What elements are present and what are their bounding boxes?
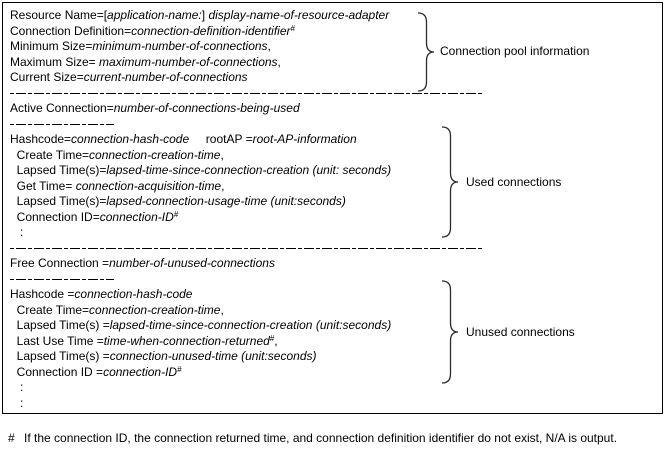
variable-text: lapsed-time-since-connection-creation (u…: [106, 163, 392, 177]
variable-text: number-of-unused-connections: [109, 256, 275, 270]
output-line: Connection ID=connection-ID#: [10, 210, 662, 226]
variable-text: minimum-number-of-connections: [92, 39, 268, 53]
separator-dashes: [10, 92, 482, 94]
variable-text: lapsed-time-since-connection-creation (u…: [109, 318, 392, 332]
footnote: # If the connection ID, the connection re…: [8, 431, 617, 445]
separator-row: [10, 86, 662, 102]
literal-text: ,: [220, 302, 224, 317]
variable-text: lapsed-connection-usage-time (unit:secon…: [106, 194, 346, 208]
literal-text: Resource Name=[: [10, 8, 108, 22]
annotation-label: Connection pool information: [440, 44, 590, 58]
literal-text: :: [10, 225, 24, 239]
format-output-box: Resource Name=[application-name:] displa…: [2, 2, 663, 414]
variable-text: root-AP-information: [252, 132, 357, 146]
literal-text: Create Time=: [10, 302, 90, 317]
right-brace-icon: [441, 126, 459, 238]
footnote-ref: #: [177, 364, 182, 374]
literal-text: Get Time=: [10, 178, 76, 193]
variable-text: current-number-of-connections: [83, 70, 248, 84]
output-line: Last Use Time =time-when-connection-retu…: [10, 334, 662, 350]
output-line: Create Time=connection-creation-time,: [10, 148, 662, 164]
literal-text: Lapsed Time(s) =: [10, 349, 110, 363]
literal-text: ,: [274, 333, 278, 348]
output-line: Connection Definition=connection-definit…: [10, 24, 662, 40]
output-line: :: [10, 396, 662, 412]
output-line: :: [10, 225, 662, 241]
right-brace-icon: [417, 12, 435, 92]
literal-text: :: [10, 380, 24, 394]
output-line: Lapsed Time(s) =lapsed-time-since-connec…: [10, 318, 662, 334]
variable-text: connection-hash-code: [71, 132, 190, 146]
literal-text: Current Size=: [10, 70, 84, 84]
variable-text: connection-hash-code: [74, 287, 193, 301]
footnote-marker: #: [8, 431, 15, 445]
annotation-label: Used connections: [466, 175, 562, 189]
literal-text: Free Connection =: [10, 256, 110, 270]
literal-text: Active Connection=: [10, 101, 114, 115]
variable-text: connection-creation-time: [89, 302, 221, 317]
literal-text: ]: [201, 8, 209, 22]
footnote-ref: #: [173, 209, 179, 219]
literal-text: Connection ID=: [10, 209, 100, 224]
footnote-text: If the connection ID, the connection ret…: [24, 431, 618, 445]
output-line: Maximum Size= maximum-number-of-connecti…: [10, 55, 662, 71]
variable-text: connection-ID: [99, 209, 174, 224]
variable-text: number-of-connections-being-used: [113, 101, 300, 115]
output-line: :: [10, 380, 662, 396]
annotation-label: Unused connections: [466, 325, 575, 339]
literal-text: Hashcode=: [10, 132, 72, 146]
variable-text: display-name-of-resource-adapter: [208, 8, 390, 22]
output-line: Hashcode =connection-hash-code: [10, 287, 662, 303]
annotation-used-connections: Used connections: [441, 126, 661, 238]
right-brace-icon: [441, 280, 459, 384]
literal-text: :: [10, 395, 24, 410]
footnote-ref: #: [269, 333, 275, 343]
literal-text: ,: [221, 178, 225, 193]
output-line: Connection ID =connection-ID#: [10, 365, 662, 381]
output-line: Lapsed Time(s)=lapsed-time-since-connect…: [10, 163, 662, 179]
output-line: Hashcode=connection-hash-code rootAP =ro…: [10, 132, 662, 148]
variable-text: connection-unused-time (unit:seconds): [109, 349, 317, 363]
separator-row: [10, 272, 662, 288]
separator-dashes: [10, 123, 114, 125]
literal-text: ,: [267, 39, 271, 53]
literal-text: Minimum Size=: [10, 39, 93, 53]
output-lines: Resource Name=[application-name:] displa…: [10, 8, 662, 411]
output-line: Get Time= connection-acquisition-time,: [10, 179, 662, 195]
footnote-ref: #: [290, 23, 295, 33]
literal-text: Last Use Time =: [10, 333, 104, 348]
separator-dashes: [10, 278, 114, 280]
separator-row: [10, 117, 662, 133]
literal-text: Lapsed Time(s)=: [10, 163, 107, 177]
variable-text: connection-creation-time: [89, 147, 221, 162]
variable-text: connection-ID: [103, 364, 178, 379]
literal-text: ,: [220, 147, 224, 162]
variable-text: application-name:: [107, 8, 202, 22]
literal-text: ,: [277, 54, 281, 69]
literal-text: Connection Definition=: [10, 23, 132, 38]
separator-row: [10, 241, 662, 257]
variable-text: maximum-number-of-connections: [99, 54, 278, 69]
output-line: Minimum Size=minimum-number-of-connectio…: [10, 39, 662, 55]
output-line: Active Connection=number-of-connections-…: [10, 101, 662, 117]
literal-text: Create Time=: [10, 147, 90, 162]
variable-text: time-when-connection-returned: [103, 333, 270, 348]
literal-text: Connection ID =: [10, 364, 104, 379]
output-line: Create Time=connection-creation-time,: [10, 303, 662, 319]
literal-text: rootAP =: [189, 132, 253, 146]
variable-text: connection-definition-identifier: [131, 23, 291, 38]
literal-text: Hashcode =: [10, 287, 75, 301]
variable-text: connection-acquisition-time: [75, 178, 222, 193]
output-line: Free Connection =number-of-unused-connec…: [10, 256, 662, 272]
separator-dashes: [10, 247, 482, 249]
literal-text: Lapsed Time(s) =: [10, 318, 110, 332]
output-line: Lapsed Time(s) =connection-unused-time (…: [10, 349, 662, 365]
annotation-connection-pool: Connection pool information: [417, 12, 667, 92]
output-line: Lapsed Time(s)=lapsed-connection-usage-t…: [10, 194, 662, 210]
output-line: Current Size=current-number-of-connectio…: [10, 70, 662, 86]
literal-text: Maximum Size=: [10, 54, 100, 69]
output-line: Resource Name=[application-name:] displa…: [10, 8, 662, 24]
annotation-unused-connections: Unused connections: [441, 280, 661, 384]
literal-text: Lapsed Time(s)=: [10, 194, 107, 208]
